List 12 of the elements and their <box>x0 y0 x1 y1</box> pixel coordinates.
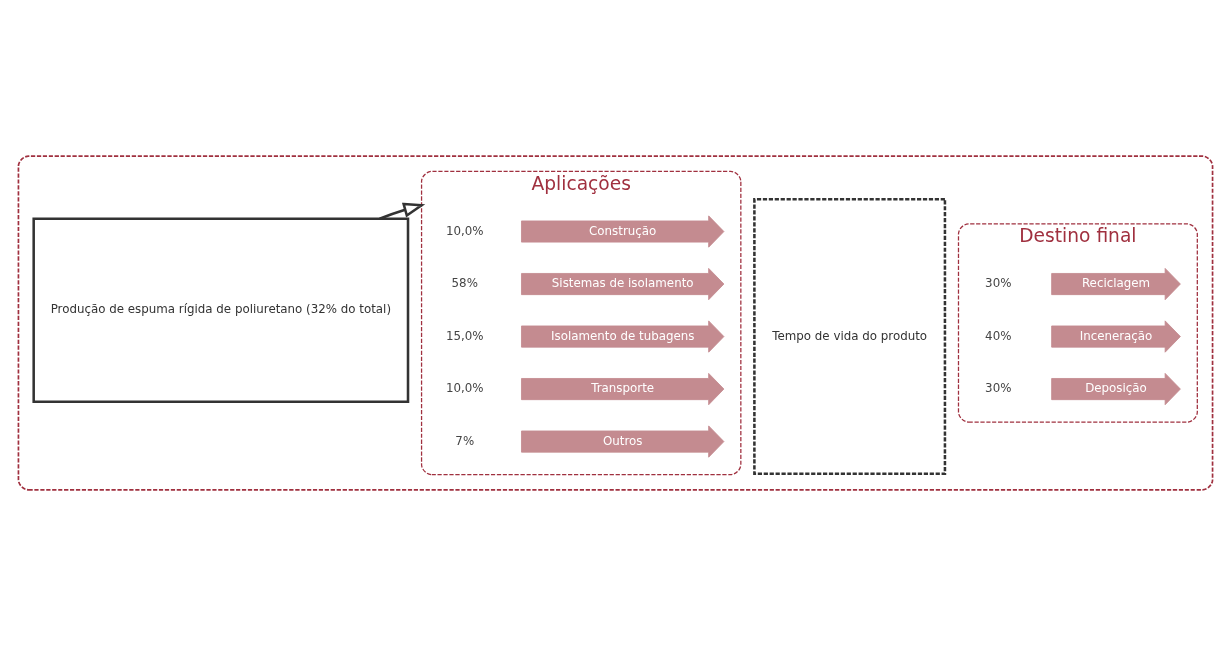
node-label: 15,0% <box>445 328 484 343</box>
node-box: Tempo de vida do produto <box>753 198 947 475</box>
node-label: 30% <box>985 276 1012 291</box>
node-label: 10,0% <box>445 381 484 396</box>
node-label: 40% <box>985 328 1012 343</box>
node-label: 10,0% <box>445 223 484 238</box>
node-label: 58% <box>451 276 478 291</box>
cluster <box>17 155 1214 491</box>
node-label: 7% <box>455 433 475 448</box>
node-label: 30% <box>985 381 1012 396</box>
arrow <box>379 202 426 220</box>
node-box: Produção de espuma rígida de poliuretano (32% do total) <box>32 217 410 404</box>
